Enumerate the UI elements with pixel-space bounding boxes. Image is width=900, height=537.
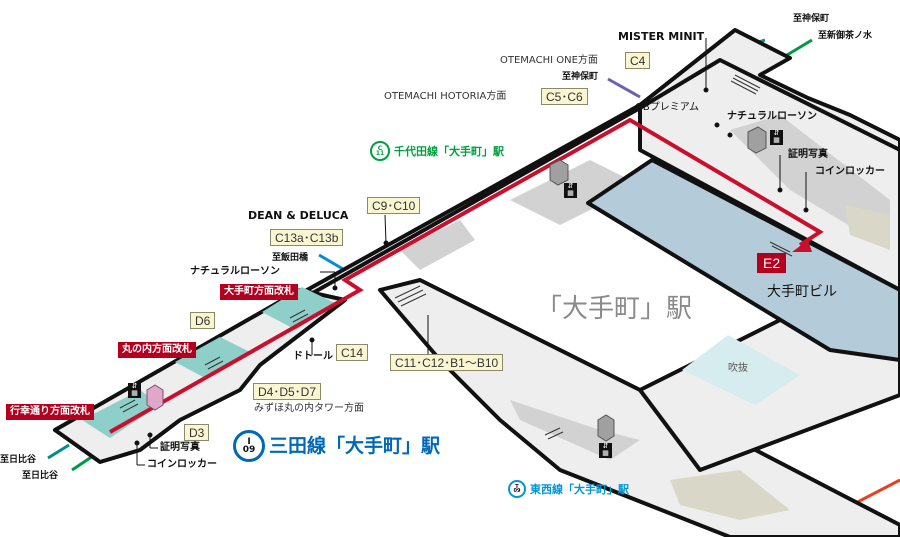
elevator-shaft-west (146, 384, 164, 411)
exit-d3[interactable]: D3 (184, 424, 210, 441)
line-connector-jimbocho-2 (607, 77, 641, 99)
mita-line-name: 三田線「大手町」駅 (269, 434, 441, 457)
exit-direction-mizuho: みずほ丸の内タワー方面 (254, 403, 364, 414)
direction-hibiya: 至日比谷 (22, 471, 59, 481)
exit-d4-d5-d7[interactable]: D4･D5･D7 (253, 383, 322, 400)
exit-c13a-c13b[interactable]: C13a･C13b (270, 229, 344, 246)
exit-d6[interactable]: D6 (190, 312, 216, 329)
route-arrow (792, 240, 812, 252)
exit-c14[interactable]: C14 (336, 344, 369, 361)
direction-hibiya: 至日比谷 (0, 455, 37, 465)
direction-shinochanomizu: 至新御茶ノ水 (818, 31, 873, 41)
elevator-icon: ⇵▦ (599, 443, 612, 458)
line-connector-hibiya-1 (47, 443, 70, 460)
shop-block-tozai (670, 470, 790, 520)
poi-doutor: ドトール (293, 351, 333, 362)
exit-c9-c10[interactable]: C9･C10 (367, 197, 421, 214)
direction-jimbocho: 至神保町 (793, 14, 830, 24)
route-line (109, 117, 824, 434)
exit-e2-highlight[interactable]: E2 (757, 253, 787, 273)
gate-marunouchi: 丸の内方面改札 (118, 342, 196, 358)
gate-area-otemachi (262, 287, 335, 330)
poi-coin-locker-west: コインロッカー (147, 459, 217, 470)
poi-id-photo-east: 証明写真 (788, 149, 828, 160)
concourse-south (378, 278, 900, 537)
exit-direction-otemachi-hotoria: OTEMACHI HOTORIA方面 (384, 91, 507, 102)
elevator-icon: ⇵▦ (564, 183, 577, 198)
elevator-shaft-north (549, 159, 569, 186)
tozai-line-name: 東西線「大手町」駅 (530, 482, 629, 496)
void-area (682, 335, 800, 405)
elevator-icon: ⇵▦ (128, 383, 141, 398)
exit-c11-c12-b1-b10[interactable]: C11･C12･B1～B10 (390, 354, 504, 371)
poi-mister-minit: MISTER MINIT (618, 30, 705, 43)
elevator-shaft-south (597, 414, 615, 442)
shop-block-center (400, 220, 475, 270)
station-title: 「大手町」駅 (536, 294, 693, 324)
gate-otemachi: 大手町方面改札 (220, 284, 298, 300)
elevator-shaft-east (747, 126, 767, 154)
poi-dean-deluca: DEAN & DELUCA (248, 209, 349, 222)
exit-c4[interactable]: C4 (625, 52, 651, 69)
poi-natural-lawson-west: ナチュラルローソン (190, 266, 280, 277)
exit-direction-otemachi-one: OTEMACHI ONE方面 (500, 55, 598, 66)
poi-coin-locker-east: コインロッカー (815, 166, 885, 177)
elevator-icon: ⇵▦ (770, 130, 783, 145)
direction-iidabashi: 至飯田橋 (272, 253, 309, 263)
shop-block-east-beige (845, 205, 890, 250)
line-connector-hibiya-2 (71, 454, 94, 472)
poi-qb-premium: QBプレミアム (635, 102, 700, 113)
exit-c5-c6[interactable]: C5･C6 (541, 88, 588, 105)
concourse-east (638, 58, 900, 292)
line-connector-iidabashi (318, 253, 344, 271)
otemachi-building-label: 大手町ビル (767, 284, 837, 300)
stairs (119, 74, 793, 440)
gate-area-gyoko (82, 390, 160, 438)
gate-gyoko-dori: 行幸通り方面改札 (6, 404, 94, 420)
poi-natural-lawson-east: ナチュラルローソン (727, 111, 817, 122)
gate-area-marunouchi (175, 337, 250, 378)
chiyoda-line-name: 千代田線「大手町」駅 (394, 144, 504, 158)
leader-lines (134, 38, 809, 466)
otemachi-building (586, 158, 900, 362)
direction-jimbocho: 至神保町 (562, 72, 599, 82)
void-label: 吹抜 (728, 363, 748, 374)
poi-id-photo-west: 証明写真 (160, 442, 200, 453)
